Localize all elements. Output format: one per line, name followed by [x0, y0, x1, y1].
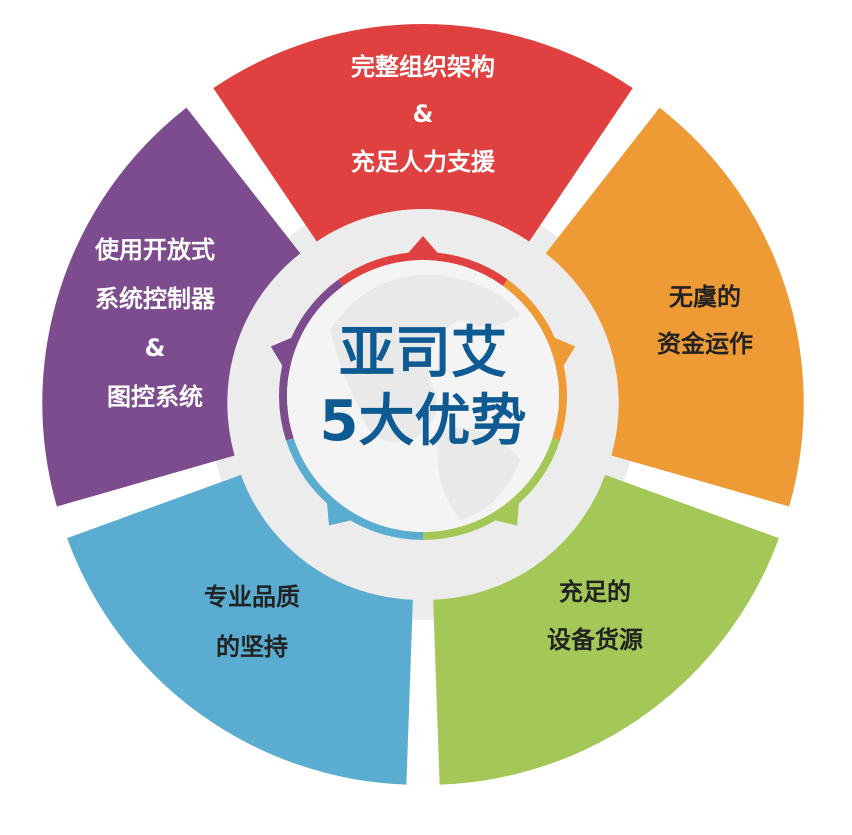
center-title-line2: 5大优势 [320, 389, 527, 454]
segment-orange [545, 107, 804, 507]
ring-arc-green [422, 438, 560, 540]
segment-purple [42, 107, 301, 507]
globe-map-icon [330, 274, 520, 520]
segment-label-line: & [413, 100, 434, 128]
segment-label-line: 的坚持 [216, 633, 288, 661]
segment-blue-label: 专业品质 的坚持 [204, 583, 300, 661]
segment-orange-label: 无虞的 资金运作 [657, 283, 753, 358]
ring-arc-red [338, 252, 508, 286]
segment-green [433, 474, 779, 785]
segment-green-label: 充足的 设备货源 [547, 578, 643, 654]
segment-red [213, 24, 633, 242]
segment-label-line: 资金运作 [657, 330, 753, 358]
center-title-line1: 亚司艾 [339, 321, 507, 386]
segment-blue [67, 474, 413, 785]
segment-label-line: 图控系统 [107, 383, 203, 411]
segment-label-line: 使用开放式 [94, 236, 215, 264]
segment-label-line: 完整组织架构 [351, 53, 495, 81]
segment-red-label: 完整组织架构 & 充足人力支援 [351, 53, 496, 176]
ring-arc-purple [279, 279, 344, 441]
segment-purple-label: 使用开放式 系统控制器 & 图控系统 [94, 236, 216, 411]
segment-label-line: 充足人力支援 [351, 148, 496, 176]
segment-label-line: 充足的 [559, 578, 631, 606]
segment-label-line: 无虞的 [669, 283, 741, 311]
ring-arc-orange [502, 279, 567, 441]
ring-arc-blue [286, 438, 424, 540]
segment-label-line: & [145, 334, 166, 362]
segment-label-line: 专业品质 [204, 583, 300, 611]
segment-label-line: 设备货源 [547, 626, 643, 654]
segment-label-line: 系统控制器 [95, 285, 216, 313]
